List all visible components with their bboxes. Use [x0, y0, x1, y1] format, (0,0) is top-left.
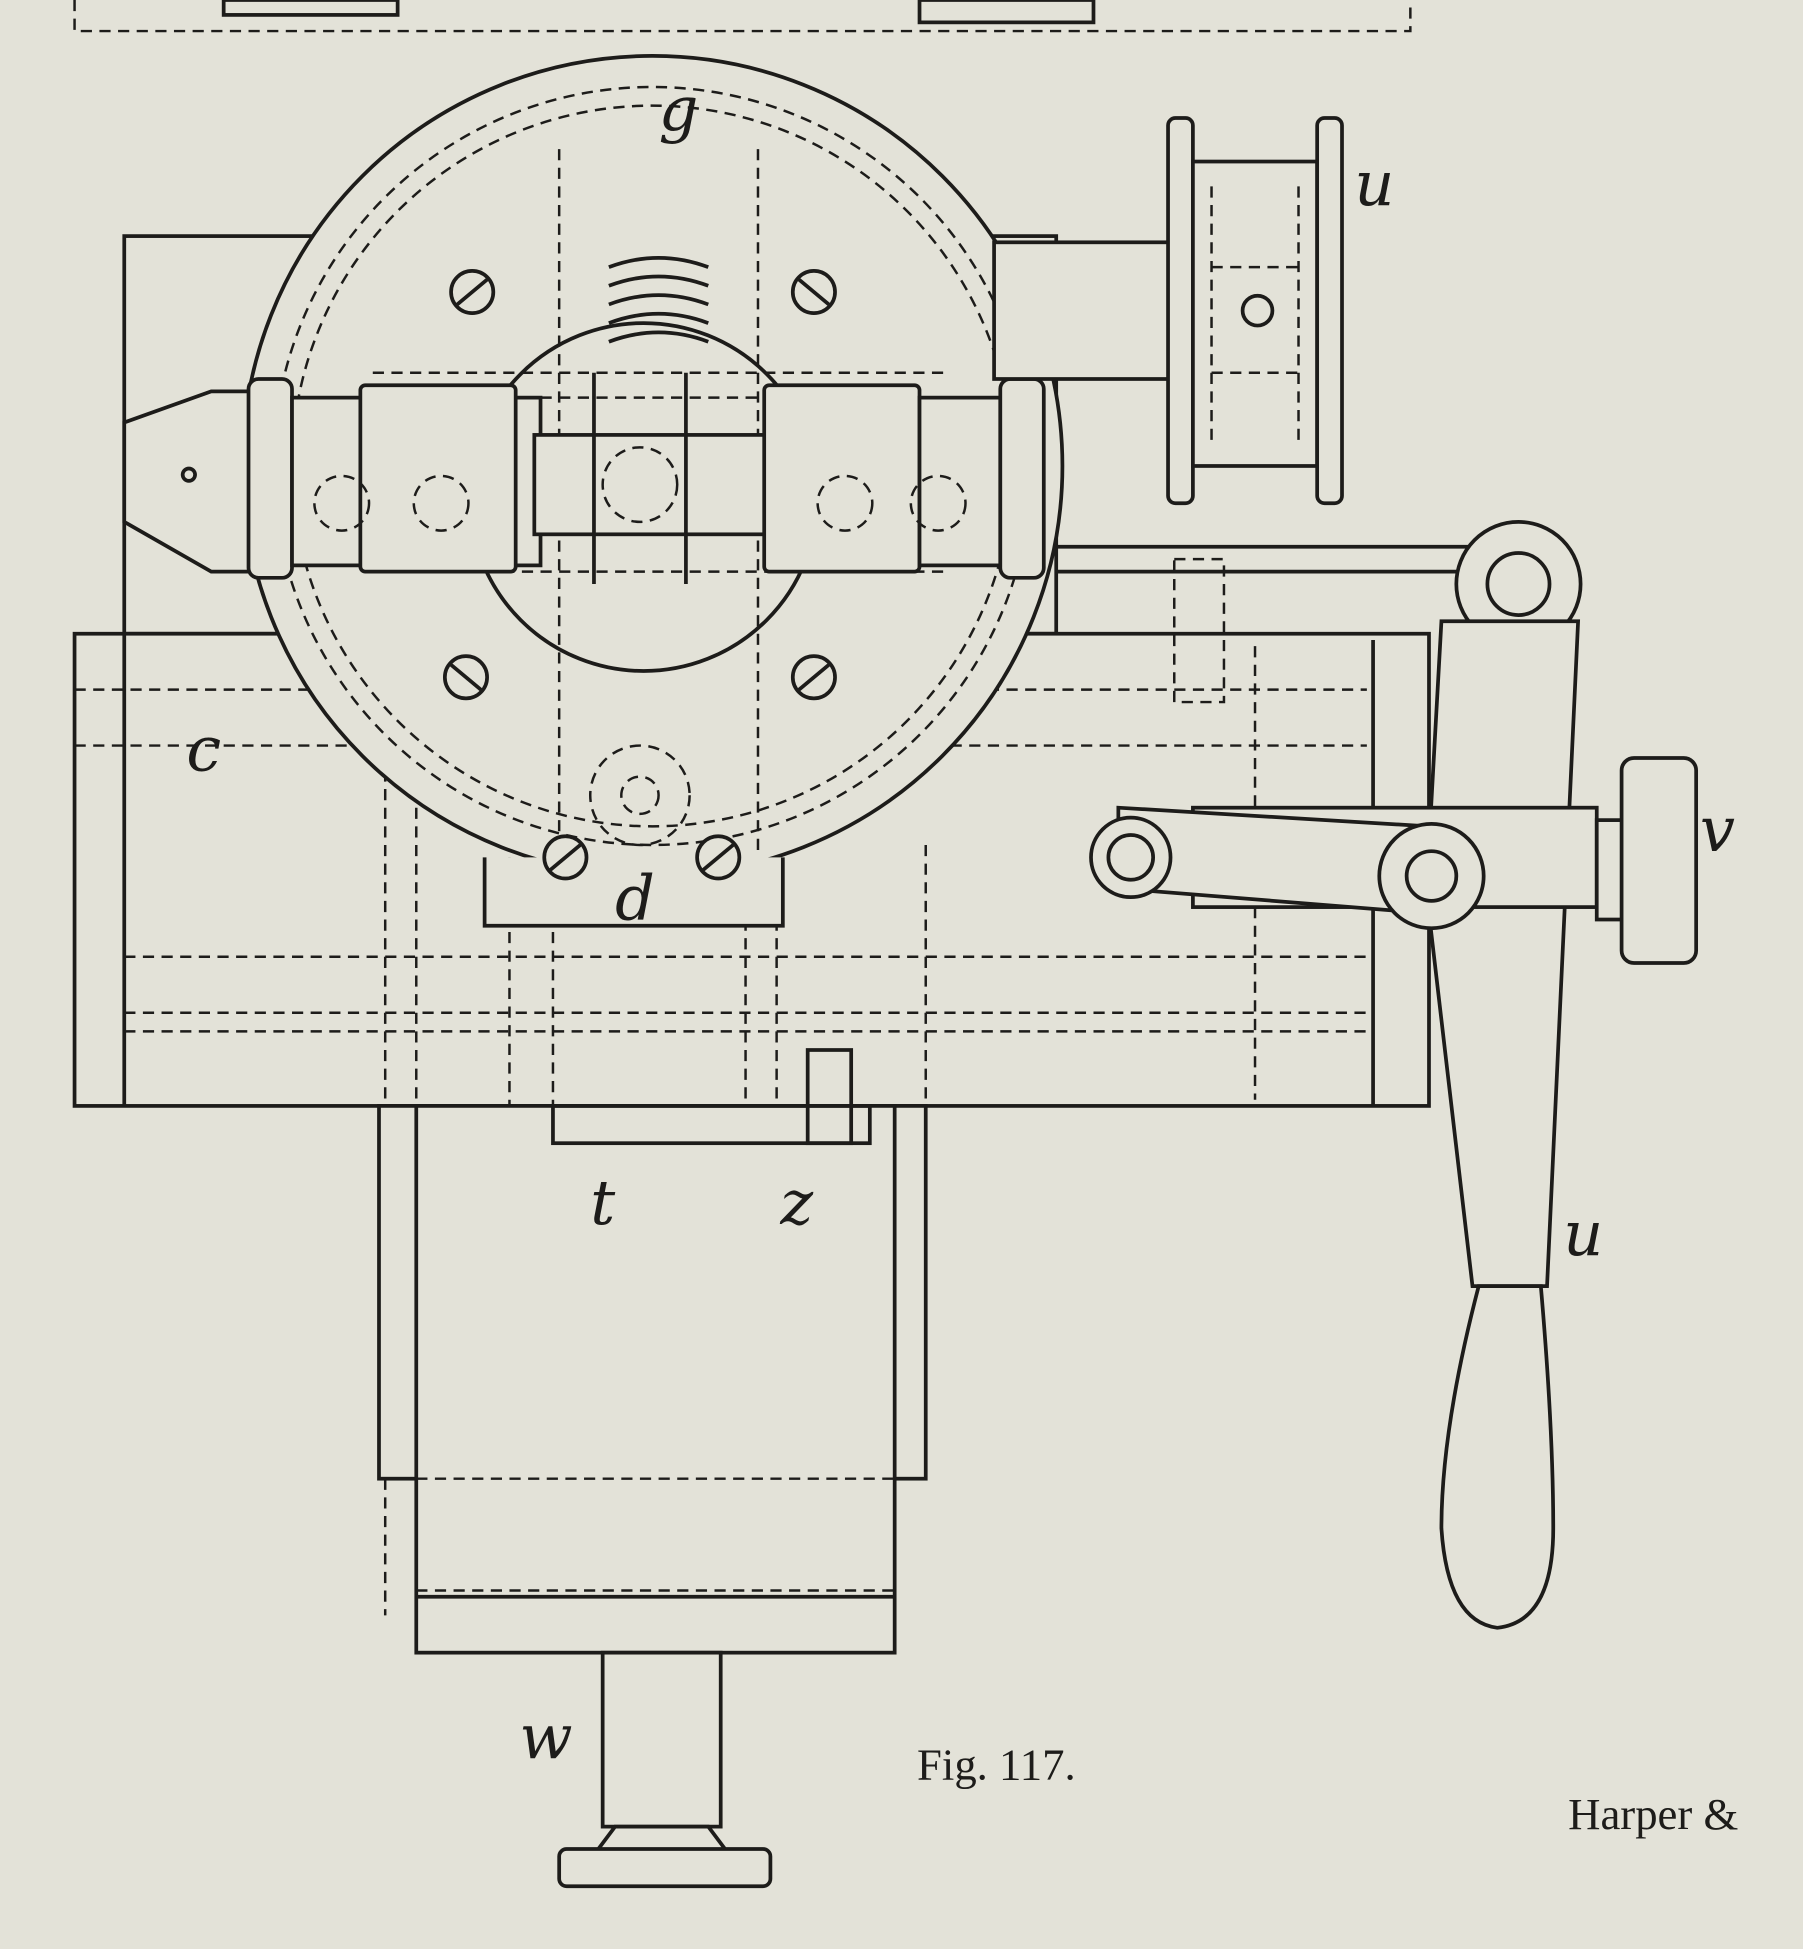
pulley-flange-left [1166, 116, 1195, 506]
label-c: c [186, 712, 221, 785]
side-text: Harper & [1568, 1789, 1738, 1839]
label-d: d [615, 862, 655, 935]
crank-arm [1427, 619, 1581, 1288]
previous-figure-part [917, 0, 1096, 25]
crank-handle[interactable] [1439, 1284, 1556, 1630]
label-u-handle: u [1563, 1197, 1603, 1270]
figure-caption: Fig. 117. [917, 1739, 1076, 1789]
label-v: v [1700, 793, 1735, 866]
slide-plate [551, 1104, 872, 1146]
previous-figure-edge [73, 0, 1412, 33]
label-w: w [519, 1700, 572, 1773]
label-t: t [590, 1166, 616, 1239]
left-knurled-ring [246, 377, 294, 580]
pulley-shaft [992, 240, 1177, 381]
spindle-center [532, 433, 773, 537]
knob-v[interactable] [1619, 756, 1699, 965]
spindle-right [762, 383, 922, 574]
pulley-flange-right [1315, 116, 1344, 506]
bottom-foot [557, 1847, 773, 1889]
previous-figure-part [221, 0, 400, 17]
label-z: z [779, 1166, 814, 1239]
bottom-shaft [600, 1650, 723, 1829]
label-g: g [659, 72, 699, 145]
worm-gear [608, 256, 709, 344]
screw-heads [442, 269, 837, 881]
label-u-top: u [1354, 147, 1394, 220]
slide-cylinder [414, 1104, 897, 1655]
right-knurled-ring [998, 377, 1046, 580]
